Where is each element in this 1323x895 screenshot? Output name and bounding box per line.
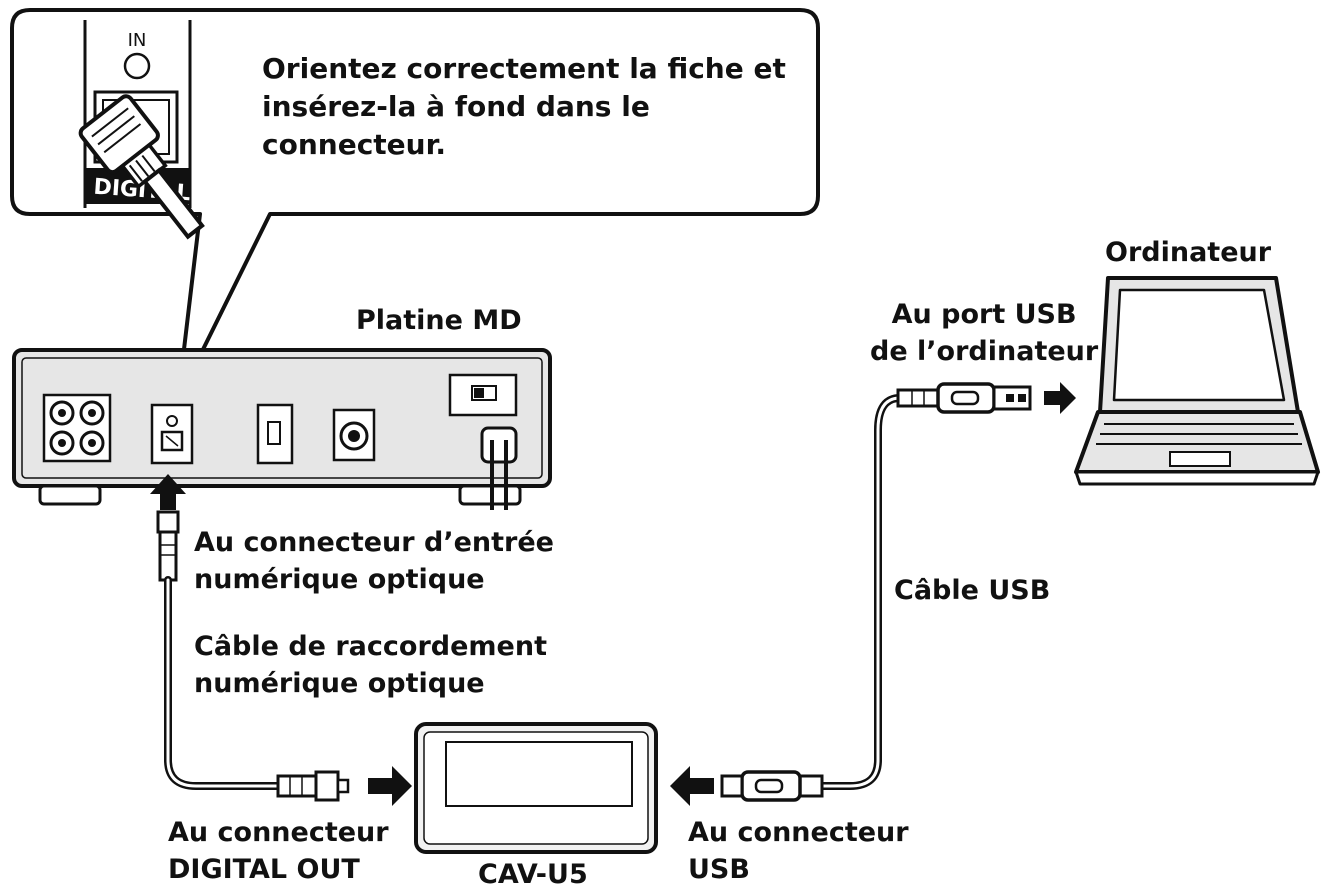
arrow-left-icon: [670, 766, 714, 806]
usb-connector-label: Au connecteur USB: [688, 814, 909, 888]
optical-input-label: Au connecteur d’entrée numérique optique: [194, 524, 554, 598]
optical-cable: [156, 510, 350, 802]
converter-label: CAV-U5: [478, 859, 588, 890]
md-deck-label: Platine MD: [356, 305, 522, 336]
usb-connector-line: Au connecteur: [688, 817, 909, 848]
digital-out-line: DIGITAL OUT: [168, 854, 360, 885]
callout-line: Orientez correctement la fiche et: [262, 52, 786, 85]
callout-instruction: Orientez correctement la fiche et insére…: [262, 50, 786, 164]
usb-connector-line: USB: [688, 854, 750, 885]
digital-out-line: Au connecteur: [168, 817, 389, 848]
inset-in-label: IN: [128, 30, 147, 51]
optical-input-line: numérique optique: [194, 564, 485, 595]
optical-cable-label: Câble de raccordement numérique optique: [194, 628, 547, 702]
usb-port-line: Au port USB: [891, 299, 1077, 330]
optical-cable-line: numérique optique: [194, 668, 485, 699]
usb-port-label: Au port USB de l’ordinateur: [870, 296, 1098, 370]
arrow-right-icon: [1044, 382, 1076, 414]
computer-label: Ordinateur: [1105, 237, 1272, 268]
arrow-up-icon: [150, 474, 186, 510]
cav-u5-device: [414, 722, 658, 854]
laptop-computer: [1074, 276, 1320, 486]
callout-line: insérez-la à fond dans le: [262, 90, 650, 123]
md-deck: [12, 348, 552, 510]
optical-cable-line: Câble de raccordement: [194, 631, 547, 662]
digital-out-label: Au connecteur DIGITAL OUT: [168, 814, 389, 888]
usb-port-line: de l’ordinateur: [870, 336, 1099, 367]
inset-closeup: IN DIGITAL: [78, 20, 205, 240]
arrow-right-icon: [368, 766, 412, 806]
usb-cable-label: Câble USB: [894, 575, 1051, 606]
callout-line: connecteur.: [262, 128, 447, 161]
optical-input-line: Au connecteur d’entrée: [194, 527, 554, 558]
usb-cable: [720, 382, 1032, 802]
